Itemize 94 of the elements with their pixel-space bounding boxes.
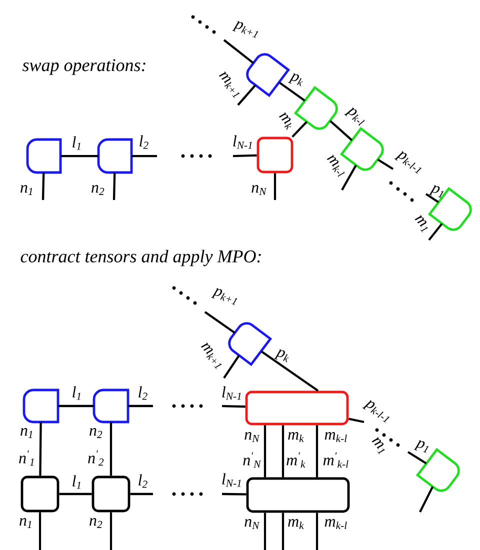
tensor-leg xyxy=(264,512,266,550)
index-label: n$^{'}$N xyxy=(243,452,262,468)
tensor-shape xyxy=(22,388,60,424)
edge-label: n$_{2}$ xyxy=(90,518,102,528)
edge-label: n$_{2}$ xyxy=(90,428,102,438)
tensor-leg xyxy=(38,512,42,550)
section-heading: swap operations: xyxy=(22,59,146,75)
tensor-leg xyxy=(316,425,318,478)
tensor-leg xyxy=(128,404,153,408)
edge-label: p$_{k-l-1}$ xyxy=(394,151,422,174)
edge-label: n$_{N}$ xyxy=(244,519,260,529)
index-label: n$^{'}$1 xyxy=(19,450,34,466)
tensor-leg xyxy=(204,311,236,334)
edge-label: m$_{k}$ xyxy=(288,519,304,529)
tensor-leg xyxy=(237,84,256,106)
index-label: m$_{1}$ xyxy=(372,436,385,454)
tensor-leg xyxy=(425,193,439,203)
edge-label: m$_{k-l}$ xyxy=(326,154,345,178)
tensor-leg xyxy=(59,492,92,496)
edge-label: n$_{1}$ xyxy=(20,518,32,528)
tensor-leg xyxy=(274,173,276,200)
tensor-box xyxy=(245,390,349,426)
tensor-leg xyxy=(110,422,112,476)
edge-label: l$_{N-1}$ xyxy=(233,135,252,149)
tensor-box xyxy=(246,477,350,513)
tensor-leg xyxy=(58,404,94,408)
tensor-leg xyxy=(282,425,284,478)
tensor-leg xyxy=(222,492,246,496)
edge-label: p$_{k+1}$ xyxy=(232,20,258,38)
tensor-leg xyxy=(329,120,353,141)
tensor-leg xyxy=(260,350,319,392)
edge-label: n$_{1}$ xyxy=(20,185,32,195)
edge-label: l$_{2}$ xyxy=(138,386,148,400)
edge-label: l$_{2}$ xyxy=(140,135,148,149)
tensor-leg xyxy=(60,154,98,158)
edge-label: p$_{k}$ xyxy=(274,349,289,362)
tensor-shape xyxy=(228,322,272,366)
edge-label: p$_{k-l-1}$ xyxy=(362,400,390,423)
edge-label: p$_{k+1}$ xyxy=(211,288,238,305)
edge-label: p$_{1}$ xyxy=(414,440,429,453)
edge-label: m$_{k}$ xyxy=(288,432,304,442)
edge-label: l$_{1}$ xyxy=(72,136,80,150)
tensor-shape xyxy=(92,388,130,424)
edge-label: l$_{1}$ xyxy=(72,475,80,489)
tensor-leg xyxy=(282,512,284,550)
index-label: m$^{'}$k-l xyxy=(323,452,348,468)
edge-label: n$_{N}$ xyxy=(244,432,260,442)
tensor-shape xyxy=(294,86,338,130)
tensor-shape xyxy=(97,138,133,174)
tensor-leg xyxy=(222,404,246,408)
tensor-leg xyxy=(132,154,157,158)
tensor-leg xyxy=(407,451,427,464)
tensor-leg xyxy=(110,512,112,550)
tensor-leg xyxy=(292,121,308,138)
edge-label: p$_{1}$ xyxy=(428,185,444,198)
tensor-box xyxy=(256,136,294,174)
tensor-shape xyxy=(428,187,472,231)
tensor-leg xyxy=(232,154,257,158)
tensor-leg xyxy=(130,492,153,496)
edge-label: l$_{1}$ xyxy=(72,386,80,400)
tensor-leg xyxy=(223,354,240,379)
edge-label: m$_{k-l}$ xyxy=(324,432,347,442)
tensor-leg xyxy=(348,418,364,424)
edge-label: m$_{1}$ xyxy=(414,214,428,232)
edge-label: m$_{k-l}$ xyxy=(324,519,347,529)
edge-label: l$_{N-1}$ xyxy=(222,386,241,400)
edge-label: n$_{N}$ xyxy=(252,185,267,195)
tensor-leg xyxy=(341,164,357,191)
tensor-leg xyxy=(223,39,254,64)
tensor-shape xyxy=(26,138,62,174)
tensor-leg xyxy=(39,422,42,476)
tensor-leg xyxy=(112,172,116,200)
tensor-leg xyxy=(377,158,394,170)
tensor-leg xyxy=(428,223,443,241)
tensor-leg xyxy=(278,82,306,102)
tensor-leg xyxy=(419,486,434,512)
edge-label: m$_{k+1}$ xyxy=(218,71,240,98)
tensor-leg xyxy=(42,172,45,200)
tensor-shape xyxy=(246,53,290,97)
edge-label: n$_{2}$ xyxy=(92,185,104,195)
tensor-leg xyxy=(316,512,318,550)
index-label: m$^{'}$k xyxy=(286,452,306,468)
tensor-box xyxy=(92,476,130,512)
section-heading: contract tensors and apply MPO: xyxy=(20,250,261,266)
edge-label: p$_{k-l}$ xyxy=(344,107,365,126)
edge-label: m$_{k+1}$ xyxy=(200,342,222,370)
index-label: n$^{'}$2 xyxy=(88,450,104,466)
edge-label: n$_{1}$ xyxy=(20,428,32,438)
tensor-box xyxy=(20,476,60,512)
edge-label: l$_{N-1}$ xyxy=(222,473,241,487)
tensor-leg xyxy=(264,425,266,478)
edge-label: p$_{k}$ xyxy=(288,73,303,86)
edge-label: l$_{2}$ xyxy=(138,474,148,488)
edge-label: m$_{k}$ xyxy=(278,112,292,130)
